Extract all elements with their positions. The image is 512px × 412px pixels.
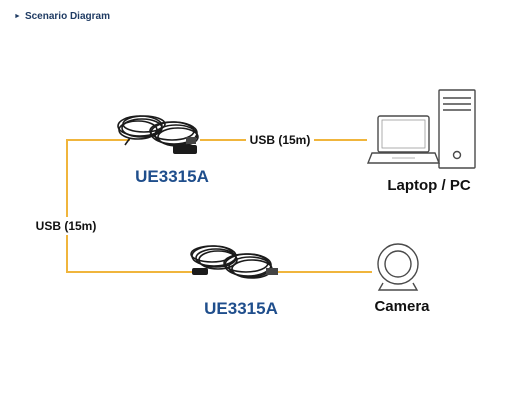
section-title: Scenario Diagram [24, 11, 110, 22]
cable-coil-image-top [117, 115, 199, 154]
line-left-vertical [66, 139, 200, 273]
camera-label: Camera [374, 298, 430, 315]
bullet-icon: ► [14, 13, 21, 20]
label-bg [32, 217, 100, 235]
top-link-label: USB (15m) [250, 133, 311, 147]
section-header: ►Scenario Diagram [14, 11, 110, 22]
laptop-icon [366, 115, 441, 164]
computer-label: Laptop / PC [387, 177, 470, 194]
label-bg [246, 131, 314, 149]
desktop-tower-icon [438, 89, 476, 169]
product-model-top: UE3315A [135, 167, 209, 186]
cable-coil-image-bottom [190, 245, 278, 279]
left-link-label: USB (15m) [36, 219, 97, 233]
connection-lines [66, 139, 372, 273]
webcam-icon [377, 243, 419, 291]
product-model-bottom: UE3315A [204, 299, 278, 318]
